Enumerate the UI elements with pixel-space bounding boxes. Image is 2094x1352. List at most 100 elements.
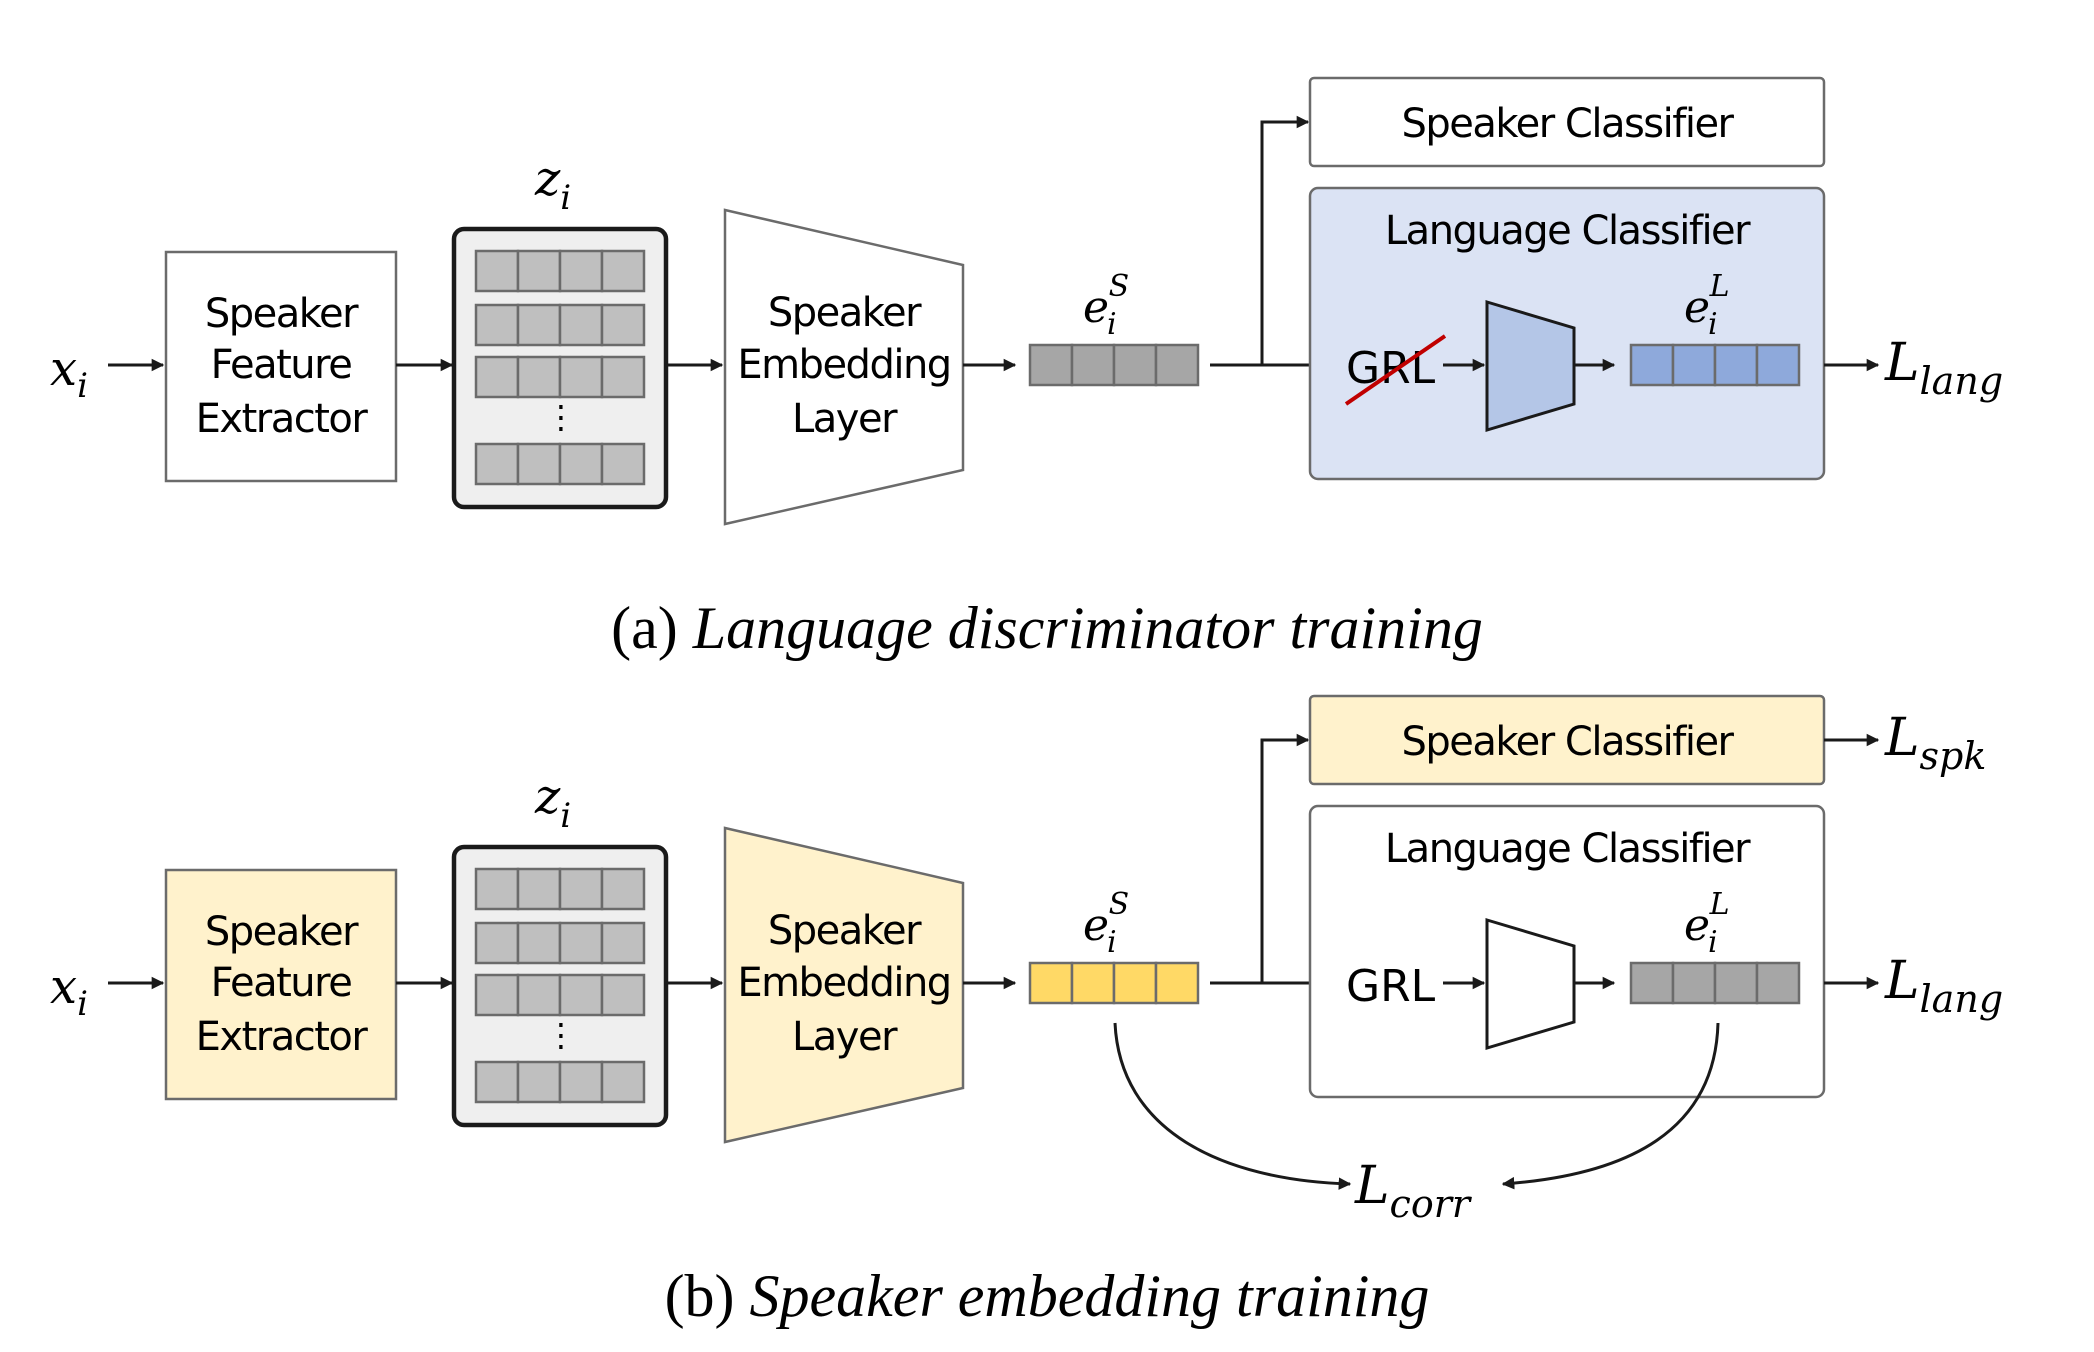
feature-cells <box>474 867 646 1104</box>
language-classifier-label: Language Classifier <box>1385 208 1751 254</box>
cell <box>1755 961 1801 1005</box>
embedding-label-line2: Embedding <box>737 960 950 1006</box>
cell <box>474 249 520 293</box>
extractor-label-line3: Extractor <box>196 396 369 442</box>
cell <box>600 442 646 486</box>
cell <box>474 355 520 399</box>
cell <box>600 249 646 293</box>
caption-a: (a) Language discriminator training <box>611 595 1483 661</box>
eS-label: eiS <box>1083 269 1129 342</box>
cell <box>558 355 604 399</box>
cell <box>474 442 520 486</box>
cell <box>516 921 562 965</box>
cell <box>558 867 604 911</box>
speaker-feature-extractor-box <box>164 250 398 483</box>
cell <box>516 303 562 347</box>
cell <box>516 867 562 911</box>
cell <box>474 973 520 1017</box>
cell <box>1629 343 1675 387</box>
cell <box>1028 961 1074 1005</box>
embedding-label-line2: Embedding <box>737 342 950 388</box>
panel-b: xi Speaker Feature Extractor zi ⋮ Speake… <box>50 694 2003 1329</box>
cell <box>474 867 520 911</box>
speaker-feature-extractor-box <box>164 868 398 1101</box>
cell <box>600 921 646 965</box>
cell <box>516 249 562 293</box>
speaker-embedding-cells <box>1028 961 1200 1005</box>
embedding-label-line3: Layer <box>792 396 898 442</box>
extractor-label-line2: Feature <box>211 960 352 1006</box>
arrow-eL-to-L-corr <box>1501 1022 1720 1190</box>
speaker-embedding-layer <box>723 208 965 526</box>
cell <box>1112 343 1158 387</box>
cell <box>600 973 646 1017</box>
language-classifier-label: Language Classifier <box>1385 826 1751 872</box>
eS-label: eiS <box>1083 887 1129 960</box>
cell <box>516 442 562 486</box>
cell <box>1154 961 1200 1005</box>
language-classifier-network <box>1485 917 1576 1051</box>
language-embedding-cells <box>1629 343 1801 387</box>
arrow-to-speaker-classifier <box>1260 733 1310 983</box>
arrow-to-speaker-classifier <box>1260 115 1310 365</box>
speaker-embedding-layer <box>723 826 965 1144</box>
cell <box>1154 343 1200 387</box>
input-x-label: xi <box>50 959 88 1024</box>
language-classifier-network <box>1485 299 1576 433</box>
cell <box>474 303 520 347</box>
language-embedding-cells <box>1629 961 1801 1005</box>
z-label: zi <box>534 151 571 218</box>
cell <box>600 1060 646 1104</box>
cell <box>516 355 562 399</box>
cell <box>1629 961 1675 1005</box>
cell <box>1713 343 1759 387</box>
speaker-classifier-label: Speaker Classifier <box>1401 101 1734 147</box>
cell <box>1713 961 1759 1005</box>
speaker-classifier-label: Speaker Classifier <box>1401 719 1734 765</box>
cell <box>474 921 520 965</box>
feature-cells <box>474 249 646 486</box>
cell <box>558 973 604 1017</box>
cell <box>558 442 604 486</box>
panel-a: xi Speaker Feature Extractor zi ⋮ Speake… <box>50 76 2003 661</box>
speaker-classifier-box <box>1308 76 1826 168</box>
caption-b: (b) Speaker embedding training <box>665 1263 1430 1329</box>
cell <box>1070 343 1116 387</box>
input-x-label: xi <box>50 341 88 406</box>
vertical-dots: ⋮ <box>545 1016 577 1054</box>
vertical-dots: ⋮ <box>545 398 577 436</box>
cell <box>600 355 646 399</box>
cell <box>558 249 604 293</box>
embedding-label-line1: Speaker <box>768 290 922 336</box>
extractor-label-line1: Speaker <box>205 291 359 337</box>
L-spk-label: Lspk <box>1884 708 1986 778</box>
cell <box>516 973 562 1017</box>
cell <box>474 1060 520 1104</box>
grl-label: GRL <box>1346 961 1436 1012</box>
cell <box>1755 343 1801 387</box>
cell <box>558 1060 604 1104</box>
cell <box>1028 343 1074 387</box>
embedding-label-line1: Speaker <box>768 908 922 954</box>
L-lang-label: Llang <box>1884 951 2003 1021</box>
cell <box>1070 961 1116 1005</box>
cell <box>558 921 604 965</box>
cell <box>1671 343 1717 387</box>
cell <box>600 303 646 347</box>
extractor-label-line2: Feature <box>211 342 352 388</box>
eL-label: eiL <box>1684 887 1730 960</box>
embedding-label-line3: Layer <box>792 1014 898 1060</box>
cell <box>600 867 646 911</box>
arrow-eS-to-L-corr <box>1113 1022 1352 1190</box>
L-lang-label: Llang <box>1884 333 2003 403</box>
cell <box>1112 961 1158 1005</box>
eL-label: eiL <box>1684 269 1730 342</box>
extractor-label-line1: Speaker <box>205 909 359 955</box>
cell <box>558 303 604 347</box>
extractor-label-line3: Extractor <box>196 1014 369 1060</box>
cell <box>1671 961 1717 1005</box>
z-label: zi <box>534 769 571 836</box>
cell <box>516 1060 562 1104</box>
speaker-embedding-cells <box>1028 343 1200 387</box>
